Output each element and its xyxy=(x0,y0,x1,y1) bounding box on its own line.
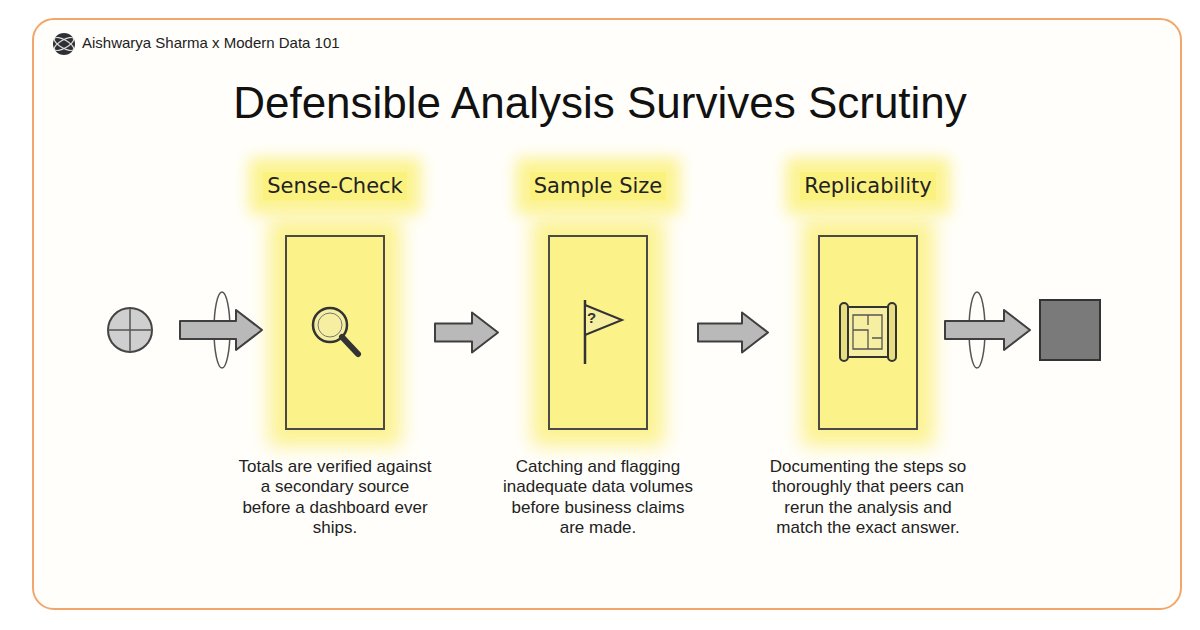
brand-label: Aishwarya Sharma x Modern Data 101 xyxy=(82,34,340,51)
step-box xyxy=(818,235,918,430)
step-description: Documenting the steps so thoroughly that… xyxy=(768,457,968,539)
step-description: Catching and flagging inadequate data vo… xyxy=(498,457,698,539)
step-node: Sample SizeCatching and flagging inadequ… xyxy=(498,160,698,540)
step-box xyxy=(285,235,385,430)
step-box xyxy=(548,235,648,430)
flow-arrow xyxy=(435,313,498,353)
brand-logo xyxy=(52,33,75,55)
diagram-title: Defensible Analysis Survives Scrutiny xyxy=(0,78,1200,128)
step-node: ReplicabilityDocumenting the steps so th… xyxy=(768,160,968,540)
end-square xyxy=(1040,300,1100,360)
magnifier-icon xyxy=(313,308,358,354)
flag-icon xyxy=(585,300,622,364)
step-heading: Sense-Check xyxy=(235,174,435,198)
step-heading: Replicability xyxy=(768,174,968,198)
step-heading-text: Replicability xyxy=(800,172,935,200)
step-description: Totals are verified against a secondary … xyxy=(235,457,435,539)
step-heading-text: Sense-Check xyxy=(263,172,407,200)
icon-label: ? xyxy=(587,309,596,326)
loop-arrow xyxy=(945,292,1030,368)
flow-arrow xyxy=(698,313,768,353)
step-heading: Sample Size xyxy=(498,174,698,198)
step-node: Sense-CheckTotals are verified against a… xyxy=(235,160,435,540)
start-circle xyxy=(108,308,152,352)
step-heading-text: Sample Size xyxy=(530,172,667,200)
blueprint-icon xyxy=(840,303,896,361)
loop-arrow xyxy=(180,292,262,368)
